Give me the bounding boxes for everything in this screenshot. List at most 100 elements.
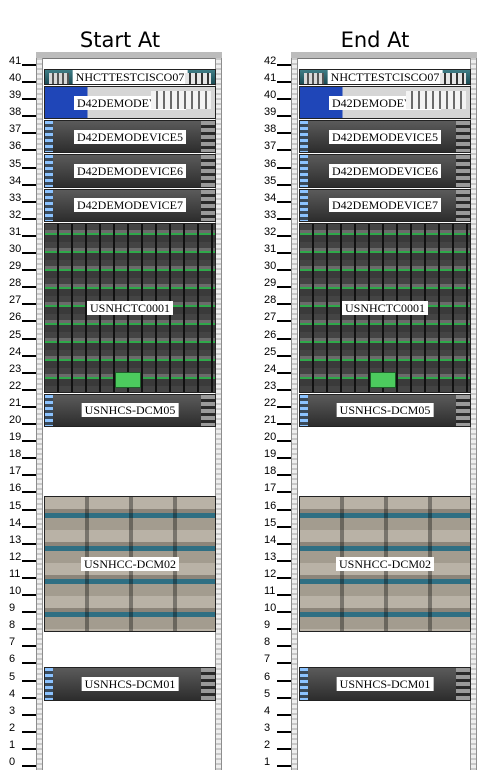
unit-label: 36: [9, 140, 22, 153]
unit-label: 31: [9, 225, 22, 238]
unit-tick: [22, 559, 36, 562]
rack-device-d42demodevice5[interactable]: D42DEMODEVICE5: [44, 120, 216, 154]
unit-label: 2: [264, 738, 271, 751]
rack-device-usnhcc-dcm02[interactable]: USNHCC-DCM02: [299, 496, 471, 633]
unit-tick: [277, 679, 291, 682]
unit-label: 20: [9, 414, 22, 426]
unit-tick: [22, 337, 36, 340]
unit-label: 7: [9, 636, 16, 649]
unit-tick: [22, 576, 36, 579]
unit-label: 17: [9, 465, 22, 478]
unit-tick: [277, 132, 291, 135]
rack-device-usnhcs-dcm05[interactable]: USNHCS-DCM05: [44, 393, 216, 427]
unit-tick: [277, 440, 291, 443]
unit-label: 10: [9, 585, 22, 597]
unit-tick: [277, 252, 291, 254]
rack-device-nhcttestcisco07[interactable]: NHCTTESTCISCO07: [44, 68, 216, 85]
unit-tick: [277, 217, 291, 220]
unit-label: 4: [9, 687, 16, 700]
unit-tick: [22, 679, 36, 682]
unit-label: 6: [264, 670, 271, 683]
unit-tick: [22, 63, 36, 66]
rack-device-usnhcs-dcm05[interactable]: USNHCS-DCM05: [299, 393, 471, 427]
unit-label: 30: [264, 260, 277, 273]
unit-tick: [22, 115, 36, 118]
unit-tick: [277, 337, 291, 340]
unit-tick: [22, 457, 36, 460]
unit-label: 18: [264, 465, 277, 478]
device-label: D42DEMODEVICE4: [74, 95, 186, 110]
unit-label: 33: [9, 191, 22, 204]
unit-tick: [22, 713, 36, 716]
unit-tick: [22, 81, 36, 83]
device-label: D42DEMODEVICE6: [329, 163, 441, 178]
unit-tick: [22, 508, 36, 511]
end-rack-title: End At: [340, 28, 410, 52]
unit-tick: [277, 611, 291, 614]
device-label: NHCTTESTCISCO07: [327, 69, 443, 84]
rack-device-usnhctc0001[interactable]: USNHCTC0001: [44, 222, 216, 393]
unit-tick: [277, 713, 291, 716]
unit-label: 9: [264, 619, 271, 632]
unit-label: 8: [9, 619, 16, 632]
rack-device-usnhcs-dcm01[interactable]: USNHCS-DCM01: [299, 667, 471, 701]
rack-device-d42demodevice4[interactable]: D42DEMODEVICE4: [44, 86, 216, 120]
unit-tick: [277, 645, 291, 648]
rack-device-d42demodevice7[interactable]: D42DEMODEVICE7: [44, 188, 216, 222]
unit-tick: [277, 594, 291, 596]
unit-label: 38: [9, 106, 22, 119]
unit-tick: [277, 200, 291, 203]
device-label: USNHCS-DCM01: [81, 676, 179, 691]
rack-device-usnhcs-dcm01[interactable]: USNHCS-DCM01: [44, 667, 216, 701]
device-label: D42DEMODEVICE5: [329, 129, 441, 144]
unit-label: 18: [9, 448, 22, 461]
unit-label: 38: [264, 123, 277, 136]
unit-label: 21: [9, 396, 22, 409]
rack-device-d42demodevice6[interactable]: D42DEMODEVICE6: [299, 154, 471, 188]
unit-label: 29: [9, 260, 22, 273]
rack-device-d42demodevice7[interactable]: D42DEMODEVICE7: [299, 188, 471, 222]
rack-device-d42demodevice4[interactable]: D42DEMODEVICE4: [299, 86, 471, 120]
unit-label: 12: [264, 567, 277, 580]
unit-tick: [277, 115, 291, 118]
unit-tick: [277, 765, 291, 767]
device-label: D42DEMODEVICE6: [74, 163, 186, 178]
unit-label: 35: [9, 157, 22, 170]
rack-device-d42demodevice6[interactable]: D42DEMODEVICE6: [44, 154, 216, 188]
unit-label: 34: [9, 174, 22, 187]
unit-tick: [22, 303, 36, 306]
unit-label: 3: [9, 704, 16, 717]
unit-tick: [22, 730, 36, 733]
unit-tick: [277, 457, 291, 460]
unit-tick: [277, 662, 291, 665]
unit-label: 28: [9, 277, 22, 290]
unit-label: 21: [264, 414, 277, 426]
rack-device-d42demodevice5[interactable]: D42DEMODEVICE5: [299, 120, 471, 154]
unit-tick: [277, 371, 291, 374]
device-label: D42DEMODEVICE5: [74, 129, 186, 144]
unit-tick: [277, 388, 291, 391]
unit-label: 37: [9, 123, 22, 136]
start-rack-top-frame: [36, 52, 222, 59]
unit-label: 39: [264, 106, 277, 119]
unit-tick: [22, 371, 36, 374]
rack-device-usnhctc0001[interactable]: USNHCTC0001: [299, 222, 471, 393]
rack-device-usnhcc-dcm02[interactable]: USNHCC-DCM02: [44, 496, 216, 633]
unit-tick: [22, 166, 36, 169]
unit-tick: [22, 628, 36, 631]
unit-tick: [277, 542, 291, 545]
unit-label: 5: [264, 687, 271, 700]
unit-tick: [277, 423, 291, 425]
rack-device-nhcttestcisco07[interactable]: NHCTTESTCISCO07: [299, 68, 471, 85]
unit-tick: [277, 405, 291, 408]
unit-tick: [277, 747, 291, 750]
unit-tick: [277, 320, 291, 323]
unit-label: 8: [264, 636, 271, 649]
unit-tick: [22, 354, 36, 357]
end-rack-top-frame: [291, 52, 477, 59]
unit-label: 5: [9, 670, 16, 683]
unit-tick: [22, 252, 36, 254]
device-label: NHCTTESTCISCO07: [72, 69, 188, 84]
unit-label: 11: [264, 585, 276, 597]
